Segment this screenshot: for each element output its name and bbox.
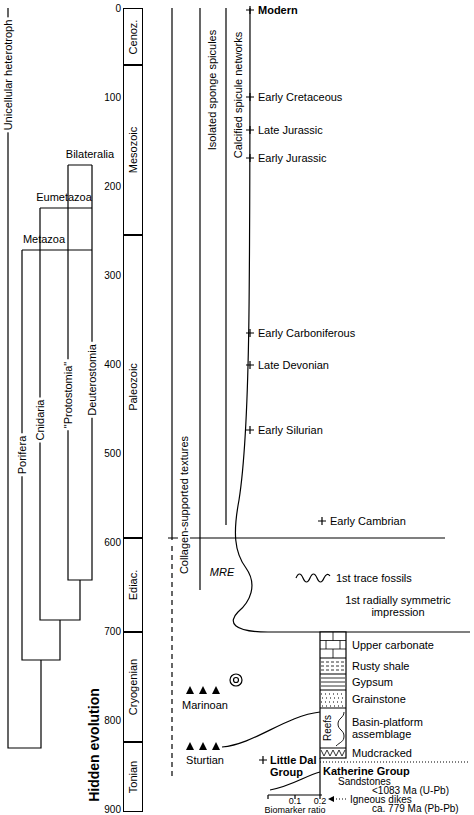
period-name: Ediac. [128, 570, 139, 601]
sample-label: Early Silurian [258, 424, 323, 436]
clade-label: Eumetazoa [36, 191, 92, 203]
event-label: 1st trace fossils [336, 572, 412, 584]
tick-label: 900 [104, 804, 121, 815]
sample-label: Early Cretaceous [258, 91, 342, 103]
event-label: 1st radially symmetric impression [338, 594, 458, 618]
biomarker-curve [233, 8, 470, 632]
mudcrack-pattern [321, 750, 345, 756]
period-name: Cenoz. [128, 19, 139, 54]
tick-label: 200 [104, 181, 121, 192]
radial-impression-outer [230, 674, 242, 686]
tick-label: 400 [104, 359, 121, 370]
sample-label: Late Jurassic [258, 124, 323, 136]
radial-impression-inner [234, 678, 239, 683]
sponge-spicule-line [199, 8, 200, 590]
tick-label: 700 [104, 626, 121, 637]
tick-label: 600 [104, 537, 121, 548]
katherine-boundary [320, 761, 470, 762]
axis-title: Hidden evolution [87, 686, 102, 804]
shale-pattern [321, 662, 345, 670]
lineage-label: Unicellular heterotroph [2, 18, 14, 133]
sample-label: Early Carboniferous [258, 327, 355, 339]
phylogeny-tree [8, 8, 92, 748]
period-band: Tonian [123, 742, 143, 812]
tick-label: 0 [115, 3, 121, 14]
lithology-label: Grainstone [352, 693, 406, 705]
dike-arrow-head [328, 796, 334, 802]
taxon-label: Porifera [16, 434, 28, 477]
collagen-range-line [171, 8, 172, 540]
period-name: Paleozoic [128, 363, 139, 411]
period-band: Ediac. [123, 538, 143, 632]
range-label: Calcified spicule networks [232, 30, 244, 161]
strat-dividers [320, 658, 346, 748]
glaciation-triangles [186, 686, 220, 750]
clade-label: Metazoa [23, 233, 65, 245]
glaciation-label: Marinoan [182, 699, 228, 711]
tick-label: 500 [104, 448, 121, 459]
tick-label: 800 [104, 715, 121, 726]
grainstone-dots [321, 694, 345, 706]
tick-label: 300 [104, 270, 121, 281]
sample-label: Early Jurassic [258, 152, 326, 164]
glaciation-label: Sturtian [186, 754, 224, 766]
calcified-network-line [225, 8, 226, 525]
period-band: Paleozoic [123, 235, 143, 538]
period-band: Mesozoic [123, 65, 143, 235]
dike-arrow-line [334, 798, 346, 799]
reef-label: Reefs [322, 713, 333, 743]
taxon-label: Cnidaria [34, 398, 46, 443]
unit-label: Little Dal Group [270, 754, 326, 778]
event-label: MRE [210, 566, 234, 578]
trace-fossil-squiggle [296, 574, 330, 582]
carbonate-brick-pattern [320, 632, 346, 658]
marker-crosses [246, 6, 326, 764]
gypsum-pattern [321, 678, 345, 686]
taxon-label: "Protostomia" [62, 360, 74, 431]
collagen-dashed-line [171, 546, 172, 780]
sample-label: Late Devonian [258, 359, 329, 371]
lithology-label: Upper carbonate [352, 639, 434, 651]
range-label: Isolated sponge spicules [206, 28, 218, 152]
period-name: Cryogenian [128, 659, 139, 715]
lithology-label: Mudcracked [352, 747, 412, 759]
clade-label: Bilateralia [66, 148, 114, 160]
age-label: ca. 779 Ma (Pb-Pb) [372, 803, 459, 814]
lithology-label: Rusty shale [352, 660, 409, 672]
period-name: Mesozoic [128, 127, 139, 173]
cambrian-boundary-line [168, 537, 445, 538]
reef-outline [336, 712, 344, 746]
unit-label: Katherine Group [323, 765, 410, 777]
period-name: Tonian [128, 761, 139, 793]
sturtian-correlation-curve [222, 712, 320, 747]
tick-label: 100 [104, 92, 121, 103]
taxon-label: Deuterostomia [86, 342, 98, 418]
lithology-label: Gypsum [352, 676, 393, 688]
period-band: Cenoz. [123, 8, 143, 65]
sample-label: Modern [258, 4, 298, 16]
range-label: Collagen-supported textures [178, 434, 190, 576]
strat-column [320, 632, 346, 758]
axis-title: Biomarker ratio [264, 806, 325, 815]
sample-label: Early Cambrian [330, 515, 406, 527]
lithology-label: Basin-platform assemblage [352, 716, 452, 740]
period-band: Cryogenian [123, 632, 143, 742]
